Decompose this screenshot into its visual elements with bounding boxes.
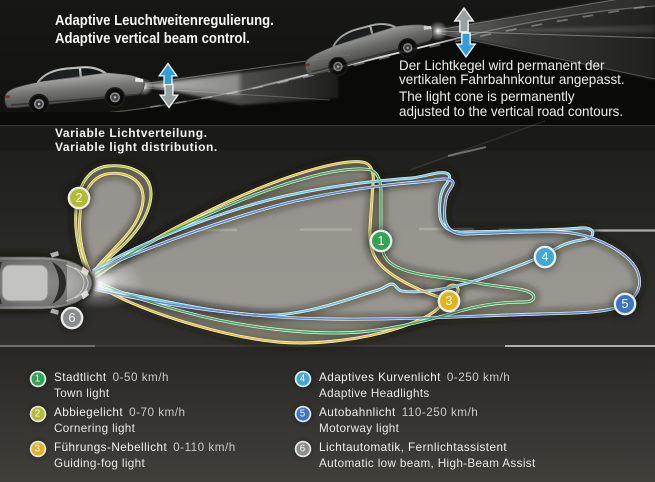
diagram-badge-1: 1 (372, 232, 390, 250)
legend-name-en: Cornering light (54, 421, 136, 435)
legend-speed: 0-110 km/h (173, 441, 236, 454)
car2-light-cone (428, 0, 655, 80)
legend-badge-1: 1 (31, 372, 44, 386)
legend-name-de: Adaptives Kurvenlicht (319, 371, 441, 384)
legend-name-en: Guiding-fog light (54, 457, 146, 470)
legend-name-de: Autobahnlicht (319, 405, 396, 419)
legend-name-en: Automatic low beam, High-Beam Assist (319, 457, 536, 470)
diagram-badge-6: 6 (63, 309, 81, 327)
legend-badge-6: 6 (296, 442, 309, 456)
distant-road-line (409, 120, 546, 171)
diagram-badge-5: 5 (616, 295, 634, 313)
desc-en-line1: The light cone is permanently (399, 88, 575, 105)
legend-badge-5: 5 (296, 407, 309, 420)
legend-badge-4: 4 (296, 372, 309, 386)
legend-name-de: Lichtautomatik, Fernlichtassistent (319, 441, 508, 454)
section1-description: Der Lichtkegel wird permanent der vertik… (399, 57, 625, 119)
desc-en-line2: adjusted to the vertical road contours. (399, 102, 624, 119)
diagram-badge-3: 3 (440, 292, 458, 310)
diagram-badge-4: 4 (536, 248, 554, 266)
legend-name-en: Motorway light (319, 421, 400, 435)
top-view-car (0, 251, 95, 315)
legend-speed: 0-70 km/h (129, 405, 186, 419)
legend-name-en: Town light (54, 387, 110, 400)
legend-speed: 0-250 km/h (446, 371, 511, 384)
legend-name-de: Führungs-Nebellicht (54, 441, 168, 454)
legend-name-de: Abbiegelicht (54, 405, 124, 419)
legend-badge-3: 3 (31, 442, 44, 456)
section2-title: Variable Lichtverteilung. Variable light… (55, 126, 218, 154)
hill-bright-edge (239, 32, 481, 92)
desc-de-line2: vertikalen Fahrbahnkontur angepasst. (399, 71, 625, 88)
desc-de-line1: Der Lichtkegel wird permanent der (399, 57, 605, 73)
section1-title: Adaptive Leuchtweitenregulierung. Adapti… (55, 12, 274, 47)
road-dashes-through-beam (184, 227, 474, 232)
distant-road-dash (447, 146, 487, 157)
section-divider (0, 112, 655, 126)
section2-title-en: Variable light distribution. (55, 140, 218, 154)
section1-title-de: Adaptive Leuchtweitenregulierung. (55, 12, 274, 29)
diagram-badge-2: 2 (70, 189, 88, 207)
legend-badge-2: 2 (31, 407, 44, 420)
legend-speed: 0-50 km/h (112, 371, 170, 384)
section1-title-en: Adaptive vertical beam control. (55, 29, 250, 47)
legend-name-en: Adaptive Headlights (319, 387, 430, 400)
legend-speed: 110-250 km/h (401, 405, 479, 419)
section2-title-de: Variable Lichtverteilung. (55, 126, 208, 140)
legend-name-de: Stadtlicht (54, 371, 107, 384)
